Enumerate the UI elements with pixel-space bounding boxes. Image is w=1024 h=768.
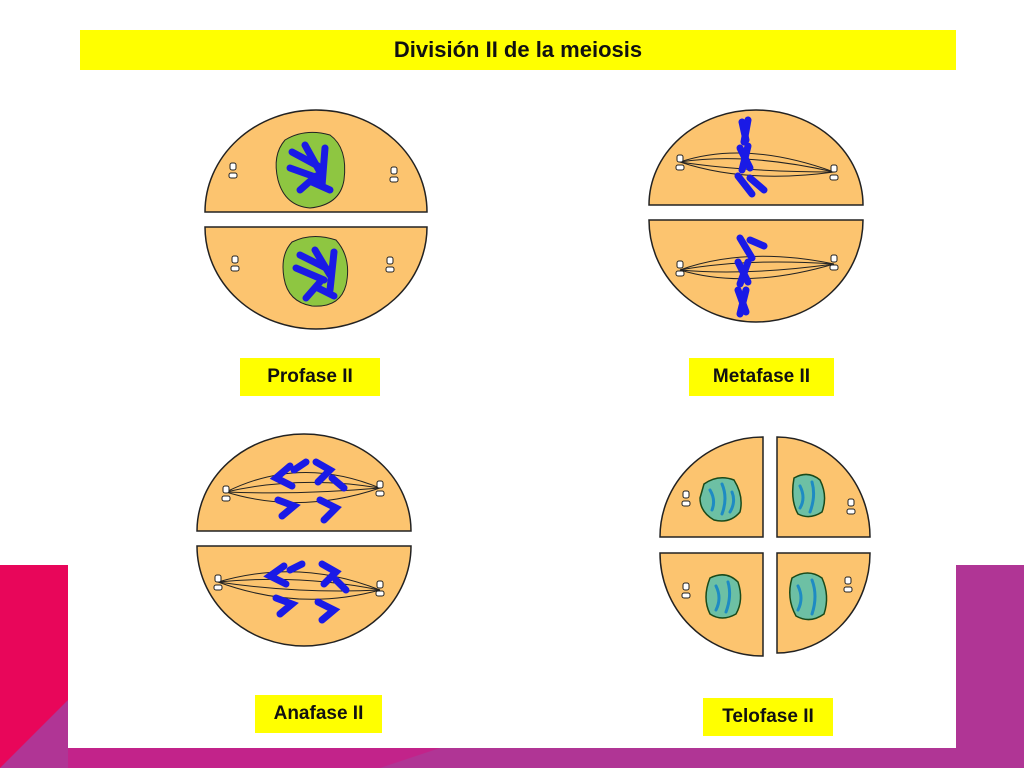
telophase-cell-top-right xyxy=(776,436,871,538)
metaphase-cell-top xyxy=(648,109,864,206)
slide-title: División II de la meiosis xyxy=(80,30,956,70)
prophase-cell-bottom xyxy=(204,226,428,330)
prophase-cell-top xyxy=(204,109,428,213)
prophase-chromosomes-top xyxy=(286,141,334,194)
anaphase-label: Anafase II xyxy=(255,695,382,733)
telophase-label: Telofase II xyxy=(703,698,833,736)
metaphase-label: Metafase II xyxy=(689,358,834,396)
anaphase-cell-bottom xyxy=(196,545,412,647)
metaphase-cell-bottom xyxy=(648,219,864,323)
anaphase-chromosomes-bottom xyxy=(263,560,350,624)
anaphase-cell-top xyxy=(196,433,412,532)
prophase-chromosomes-bottom xyxy=(292,246,338,302)
telophase-nucleus-bottom-right xyxy=(789,572,828,621)
telophase-cell-top-left xyxy=(659,436,764,538)
anaphase-spindle-bottom xyxy=(217,571,381,600)
telophase-cell-bottom-right xyxy=(776,552,871,654)
prophase-nucleus-top xyxy=(275,131,346,209)
anaphase-chromosomes-top xyxy=(269,458,348,524)
telophase-nucleus-top-right xyxy=(791,473,826,518)
telophase-cell-bottom-left xyxy=(659,552,764,657)
anaphase-spindle-top xyxy=(225,471,381,504)
metaphase-chromosomes-top xyxy=(734,116,768,198)
telophase-nucleus-bottom-left xyxy=(705,574,742,619)
metaphase-chromosomes-bottom xyxy=(734,234,768,318)
prophase-label: Profase II xyxy=(240,358,380,396)
